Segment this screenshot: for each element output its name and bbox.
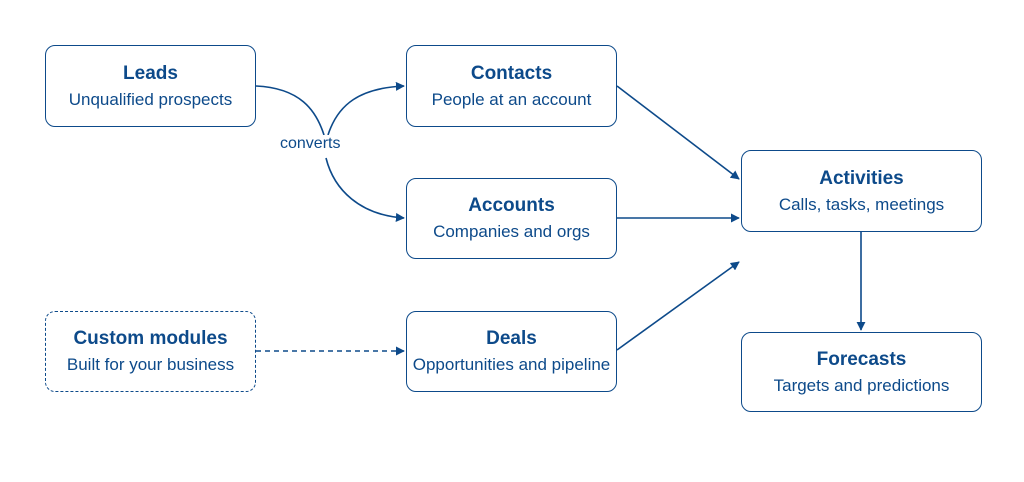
node-title: Contacts	[470, 62, 553, 84]
node-title: Accounts	[468, 195, 555, 216]
node-deals[interactable]: Deals Opportunities and pipeline	[406, 311, 617, 392]
edge-deals-activities	[616, 261, 740, 351]
edge-label-converts: converts	[278, 135, 343, 153]
node-subtitle: Unqualified prospects	[68, 89, 233, 109]
node-title: Deals	[486, 328, 537, 349]
node-title: Forecasts	[816, 348, 907, 370]
node-leads[interactable]: Leads Unqualified prospects	[45, 45, 256, 127]
node-title: Activities	[819, 167, 904, 189]
node-title: Leads	[123, 62, 178, 84]
edge-converts-accounts	[325, 157, 405, 222]
node-subtitle: Calls, tasks, meetings	[778, 194, 945, 214]
node-activities[interactable]: Activities Calls, tasks, meetings	[741, 150, 982, 232]
node-contacts[interactable]: Contacts People at an account	[406, 45, 617, 127]
node-subtitle: Opportunities and pipeline	[412, 355, 611, 374]
node-accounts[interactable]: Accounts Companies and orgs	[406, 178, 617, 259]
edge-leads-contacts	[255, 85, 325, 136]
edge-converts-contacts	[327, 81, 405, 136]
node-subtitle: Companies and orgs	[433, 222, 590, 241]
node-title: Custom modules	[73, 328, 228, 349]
node-subtitle: People at an account	[431, 89, 592, 109]
node-subtitle: Targets and predictions	[773, 375, 950, 395]
node-forecasts[interactable]: Forecasts Targets and predictions	[741, 332, 982, 412]
node-custom-modules[interactable]: Custom modules Built for your business	[45, 311, 256, 392]
node-subtitle: Built for your business	[66, 355, 235, 374]
edge-contacts-activities	[616, 85, 740, 180]
